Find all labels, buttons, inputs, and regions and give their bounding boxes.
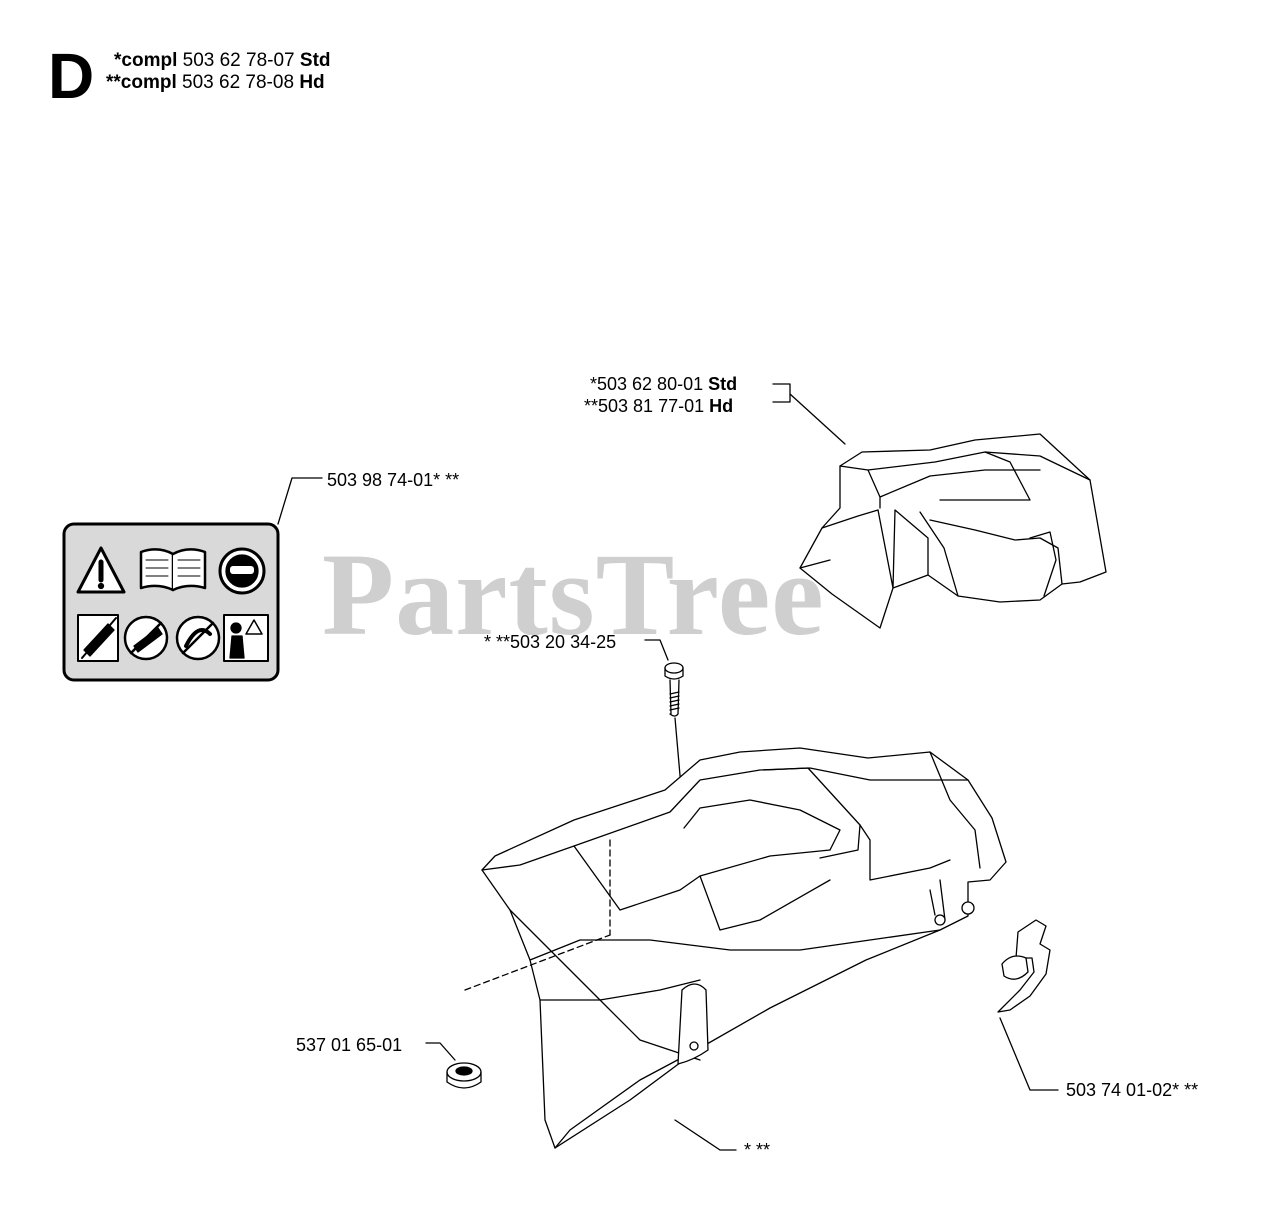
main-cover[interactable] <box>481 747 1007 1149</box>
operator-warning-icon <box>223 614 269 662</box>
decal-part-number: 503 98 74-01* ** <box>327 470 460 490</box>
screw[interactable] <box>664 662 684 717</box>
no-one-hand-icon <box>123 615 169 661</box>
section-letter: D <box>48 40 95 112</box>
top-cover-std-suffix: Std <box>708 374 738 394</box>
grommet-part-number: 537 01 65-01 <box>296 1035 403 1055</box>
top-cover-hd-number: **503 81 77-01 <box>584 396 705 416</box>
screw-part-number: * **503 20 34-25 <box>484 632 617 652</box>
top-cover-hd-suffix: Hd <box>709 396 734 416</box>
assembly-hd-number: 503 62 78-08 <box>182 72 295 93</box>
decal-leader-line <box>277 477 323 525</box>
assembly-hd-suffix: Hd <box>299 72 325 93</box>
assembly-std-suffix: Std <box>299 50 331 71</box>
protective-gear-icon <box>218 547 266 595</box>
main-cover-part-number: * ** <box>744 1140 771 1160</box>
main-cover-leader-line <box>674 1119 737 1151</box>
clip[interactable] <box>997 919 1051 1013</box>
screw-leader-line <box>644 639 669 661</box>
grommet-hidden-line <box>464 934 611 991</box>
kickback-warning-icon <box>77 614 119 662</box>
safety-decal[interactable] <box>62 522 280 682</box>
clip-part-number: 503 74 01-02* ** <box>1066 1080 1199 1100</box>
top-cover-hd-label: **503 81 77-01 Hd <box>584 396 733 416</box>
manual-book-icon <box>139 548 207 592</box>
warning-triangle-icon <box>76 546 126 594</box>
assembly-std-prefix: *compl <box>114 50 178 71</box>
partstree-watermark: PartsTree <box>322 529 825 660</box>
clip-leader-line <box>999 1017 1059 1091</box>
assembly-hd-line: **compl 503 62 78-08 Hd <box>106 72 325 94</box>
no-tip-contact-icon <box>175 615 221 661</box>
top-cover-std-label: *503 62 80-01 Std <box>590 374 737 394</box>
top-cover-leader-line <box>772 383 846 445</box>
grommet-leader-line <box>425 1042 456 1061</box>
top-cover[interactable] <box>799 433 1107 629</box>
top-cover-std-number: *503 62 80-01 <box>590 374 704 394</box>
assembly-hd-prefix: **compl <box>106 72 177 93</box>
assembly-std-number: 503 62 78-07 <box>182 50 295 71</box>
grommet[interactable] <box>446 1062 482 1089</box>
assembly-std-line: *compl 503 62 78-07 Std <box>114 50 331 72</box>
